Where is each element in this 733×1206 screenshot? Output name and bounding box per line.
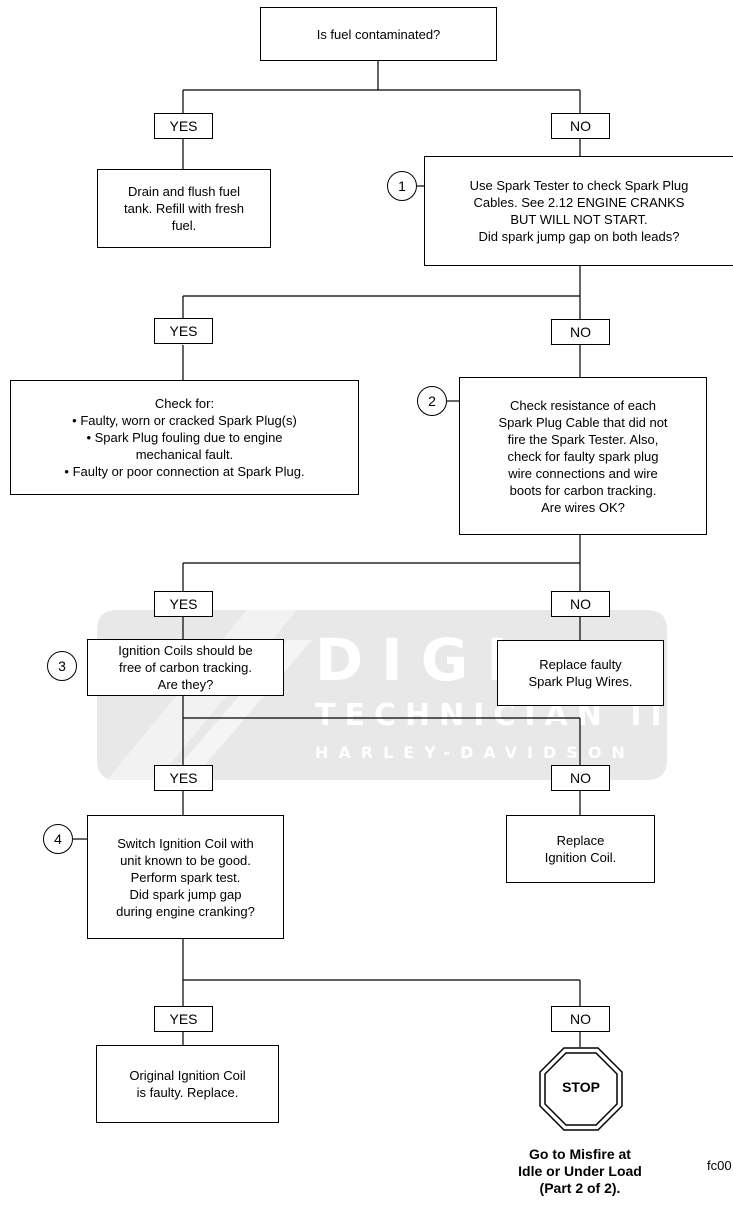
action-drain-flush: Drain and flush fuel tank. Refill with f…	[97, 169, 271, 248]
replace-coil-line-1: Replace	[556, 833, 605, 848]
step-number-4: 4	[43, 824, 73, 854]
step-number-1: 1	[387, 171, 417, 201]
original-line-2: is faulty. Replace.	[136, 1085, 239, 1100]
question-fuel-contaminated: Is fuel contaminated?	[260, 7, 497, 61]
action-replace-wires: Replace faulty Spark Plug Wires.	[497, 640, 664, 706]
yes-label-2: YES	[154, 318, 213, 344]
step2-line-3: fire the Spark Tester. Also,	[507, 431, 659, 447]
no-label-5: NO	[551, 1006, 610, 1032]
check-for-heading: Check for:	[154, 396, 215, 411]
drain-line-2: tank. Refill with fresh	[124, 201, 244, 216]
step-number-2: 2	[417, 386, 447, 416]
step2-line-6: boots for carbon tracking.	[509, 482, 657, 498]
step2-line-7: Are wires OK?	[541, 499, 625, 515]
goto-line-3: (Part 2 of 2).	[539, 1180, 621, 1196]
question-fuel-text: Is fuel contaminated?	[316, 26, 441, 42]
yes-label-1: YES	[154, 113, 213, 139]
replace-wires-line-2: Spark Plug Wires.	[528, 674, 633, 689]
original-line-1: Original Ignition Coil	[129, 1068, 246, 1083]
action-replace-coil: Replace Ignition Coil.	[506, 815, 655, 883]
step4-line-5: during engine cranking?	[116, 903, 255, 919]
action-check-for: Check for: Faulty, worn or cracked Spark…	[10, 380, 359, 495]
check-for-item-3: Faulty or poor connection at Spark Plug.	[64, 463, 305, 480]
replace-coil-line-2: Ignition Coil.	[544, 850, 617, 865]
drain-line-3: fuel.	[171, 218, 197, 233]
replace-wires-line-1: Replace faulty	[539, 657, 622, 672]
step1-line-4: Did spark jump gap on both leads?	[478, 229, 680, 244]
step2-line-1: Check resistance of each	[510, 397, 656, 413]
no-label-2: NO	[551, 319, 610, 345]
step1-spark-tester: Use Spark Tester to check Spark Plug Cab…	[424, 156, 733, 266]
step2-line-4: check for faulty spark plug	[507, 448, 659, 464]
goto-line-1: Go to Misfire at	[529, 1146, 631, 1162]
yes-label-3: YES	[154, 591, 213, 617]
step3-ignition-coils: Ignition Coils should be free of carbon …	[87, 639, 284, 696]
drain-line-1: Drain and flush fuel	[127, 184, 240, 199]
step1-line-1: Use Spark Tester to check Spark Plug	[469, 178, 689, 193]
watermark-line1: DIGI	[315, 626, 526, 694]
no-label-4: NO	[551, 765, 610, 791]
action-original-coil-faulty: Original Ignition Coil is faulty. Replac…	[96, 1045, 279, 1123]
no-label-1: NO	[551, 113, 610, 139]
step4-switch-coil: Switch Ignition Coil with unit known to …	[87, 815, 284, 939]
watermark-line3: HARLEY-DAVIDSON	[315, 743, 635, 762]
figure-id: fc00	[707, 1158, 732, 1173]
stop-sign-label: STOP	[562, 1079, 600, 1095]
step1-line-2: Cables. See 2.12 ENGINE CRANKS	[473, 195, 685, 210]
check-for-item-2: Spark Plug fouling due to engine	[64, 429, 304, 446]
no-label-3: NO	[551, 591, 610, 617]
yes-label-4: YES	[154, 765, 213, 791]
check-for-item-2-cont: mechanical fault.	[135, 447, 234, 462]
step3-line-3: Are they?	[157, 677, 214, 692]
step2-check-resistance: Check resistance of each Spark Plug Cabl…	[459, 377, 707, 535]
check-for-item-1: Faulty, worn or cracked Spark Plug(s)	[64, 412, 304, 429]
goto-misfire-label: Go to Misfire at Idle or Under Load (Par…	[490, 1146, 670, 1197]
step4-line-4: Did spark jump gap	[129, 886, 242, 902]
yes-label-5: YES	[154, 1006, 213, 1032]
step-number-3: 3	[47, 651, 77, 681]
goto-line-2: Idle or Under Load	[518, 1163, 642, 1179]
step2-line-5: wire connections and wire	[508, 465, 658, 481]
step3-line-1: Ignition Coils should be	[118, 643, 253, 658]
step4-line-1: Switch Ignition Coil with	[117, 835, 254, 851]
step4-line-2: unit known to be good.	[120, 852, 251, 868]
step1-line-3: BUT WILL NOT START.	[510, 212, 648, 227]
step4-line-3: Perform spark test.	[130, 869, 241, 885]
stop-sign-icon	[539, 1047, 623, 1131]
step2-line-2: Spark Plug Cable that did not	[498, 414, 668, 430]
step3-line-2: free of carbon tracking.	[119, 660, 252, 675]
